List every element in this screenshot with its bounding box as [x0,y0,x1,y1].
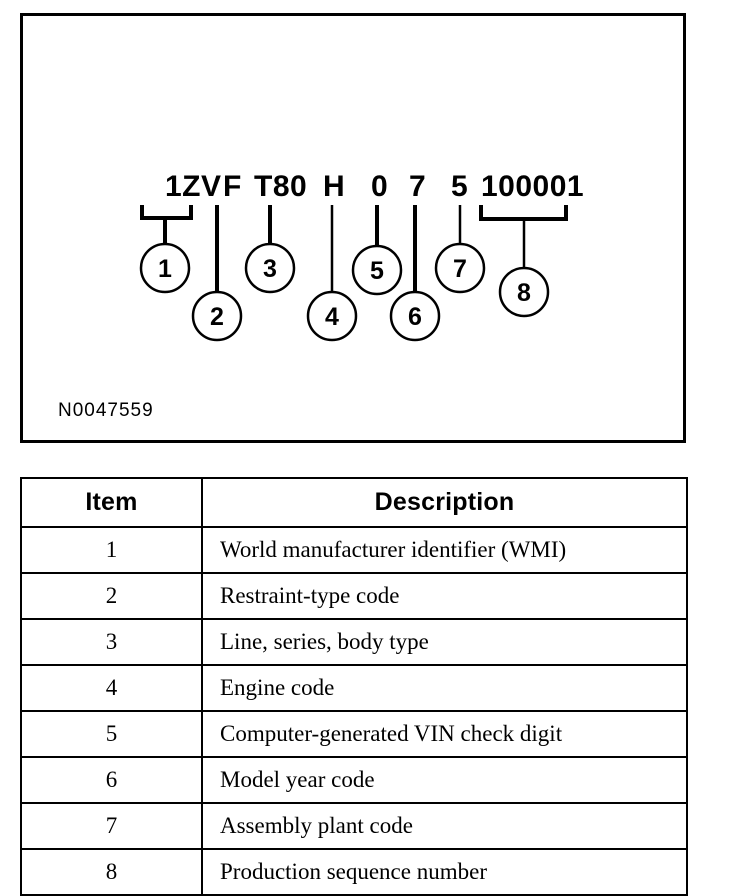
row-item-description: Engine code [201,664,688,712]
leader-8 [479,205,568,270]
callout-circle-3: 3 [244,242,296,294]
row-item-description: Restraint-type code [201,572,688,620]
table-row: 1 World manufacturer identifier (WMI) [20,526,688,574]
row-item-description: Computer-generated VIN check digit [201,710,688,758]
vin-segment-1: 1ZV [165,170,222,203]
callout-circle-6: 6 [389,290,441,342]
callout-circle-4: 4 [306,290,358,342]
callout-label-4: 4 [325,303,339,331]
callout-label-8: 8 [517,279,531,307]
callout-label-2: 2 [210,303,224,331]
row-item-description: World manufacturer identifier (WMI) [201,526,688,574]
callout-label-6: 6 [408,303,422,331]
vin-segment-6: 7 [409,170,426,203]
row-item-description: Assembly plant code [201,802,688,850]
table-row: 7 Assembly plant code [20,802,688,850]
vin-diagram: 1ZV F T80 H 0 7 5 100001 1 [58,170,584,421]
callout-circle-1: 1 [139,242,191,294]
vin-segment-7: 5 [451,170,468,203]
column-header-description: Description [201,477,688,528]
row-item-number: 4 [20,664,203,712]
row-item-description: Production sequence number [201,848,688,896]
callout-label-7: 7 [453,255,467,283]
callout-label-1: 1 [158,255,172,283]
vin-diagram-panel: 1ZV F T80 H 0 7 5 100001 1 [20,13,686,443]
vin-segment-5: 0 [371,170,388,203]
row-item-number: 8 [20,848,203,896]
table-header-row: Item Description [20,477,688,528]
row-item-number: 2 [20,572,203,620]
figure-id-label: N0047559 [58,400,154,421]
table-row: 6 Model year code [20,756,688,804]
callout-circle-8: 8 [498,266,550,318]
row-item-description: Model year code [201,756,688,804]
table-row: 8 Production sequence number [20,848,688,896]
table-row: 2 Restraint-type code [20,572,688,620]
row-item-number: 5 [20,710,203,758]
table-row: 5 Computer-generated VIN check digit [20,710,688,758]
row-item-number: 1 [20,526,203,574]
callout-circle-2: 2 [191,290,243,342]
callout-label-3: 3 [263,255,277,283]
table-row: 3 Line, series, body type [20,618,688,666]
vin-segment-8: 100001 [481,170,584,203]
callout-circle-5: 5 [351,244,403,296]
leader-1 [140,205,193,246]
callout-label-5: 5 [370,257,384,285]
column-header-item: Item [20,477,203,528]
table-row: 4 Engine code [20,664,688,712]
vin-segment-4: H [323,170,345,203]
vin-segment-2: F [223,170,242,203]
row-item-number: 3 [20,618,203,666]
row-item-number: 7 [20,802,203,850]
row-item-number: 6 [20,756,203,804]
vin-segment-3: T80 [254,170,307,203]
row-item-description: Line, series, body type [201,618,688,666]
vin-item-description-table: Item Description 1 World manufacturer id… [20,477,688,896]
callout-circle-7: 7 [434,242,486,294]
